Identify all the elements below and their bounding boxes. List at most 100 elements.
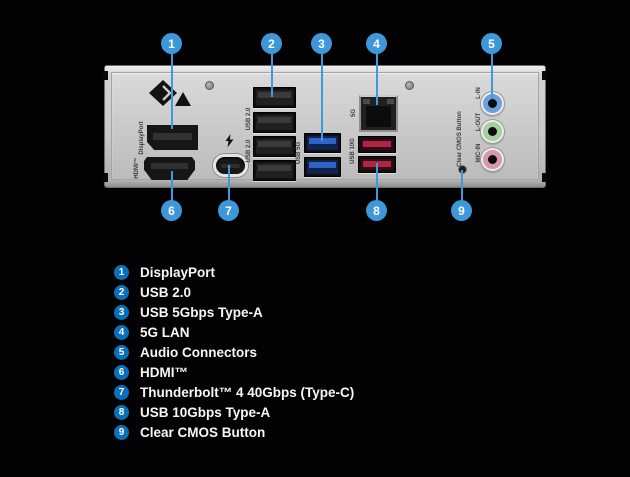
legend-label: DisplayPort <box>140 264 216 280</box>
screw-icon <box>205 81 214 90</box>
io-shield-panel: DisplayPort HDMI™ USB 2.0 USB 2.0 <box>103 65 547 188</box>
usb-tongue <box>309 162 336 168</box>
hdmi-slot <box>151 163 188 169</box>
clear-cmos-label: Clear CMOS Button <box>457 111 463 167</box>
usb2-label-bottom: USB 2.0 <box>246 139 252 163</box>
callout-6: 6 <box>161 200 182 221</box>
legend-label: 5G LAN <box>140 324 190 340</box>
callout-line-2 <box>271 53 273 97</box>
usb-tongue <box>258 117 291 123</box>
lan-cavity <box>366 106 391 127</box>
usb-tongue <box>258 141 291 147</box>
lan-label: 5G <box>351 108 357 118</box>
usb-tongue <box>363 141 391 147</box>
callout-4: 4 <box>366 33 387 54</box>
callout-line-4 <box>376 53 378 105</box>
legend-item: 2 USB 2.0 <box>114 282 354 302</box>
legend-number-badge: 8 <box>114 404 129 420</box>
panel-mount-tab <box>542 173 547 182</box>
usb2-port-3 <box>253 136 296 157</box>
legend-number-badge: 2 <box>114 284 129 300</box>
usb2-label-top: USB 2.0 <box>246 107 252 131</box>
usb-cavity <box>361 139 393 150</box>
legend-number-badge: 1 <box>114 264 129 280</box>
legend-item: 8 USB 10Gbps Type-A <box>114 402 354 422</box>
callout-8: 8 <box>366 200 387 221</box>
jack-hole <box>488 99 497 108</box>
usb-cavity <box>256 90 293 105</box>
usb-cavity <box>256 139 293 154</box>
usb-5g-port-2 <box>304 157 341 177</box>
line-in-label: L-IN <box>476 87 482 99</box>
usb-tongue <box>258 165 291 171</box>
legend-item: 6 HDMI™ <box>114 362 354 382</box>
legend-item: 7 Thunderbolt™ 4 40Gbps (Type-C) <box>114 382 354 402</box>
thunderbolt-type-c-port <box>213 154 248 177</box>
jack-hole <box>488 127 497 136</box>
legend-label: Audio Connectors <box>140 344 257 360</box>
legend-item: 4 5G LAN <box>114 322 354 342</box>
legend-item: 1 DisplayPort <box>114 262 354 282</box>
legend-label: USB 2.0 <box>140 284 192 300</box>
lan-led-left <box>363 99 370 104</box>
legend-label: HDMI™ <box>140 364 188 380</box>
callout-5: 5 <box>481 33 502 54</box>
callout-line-1 <box>171 53 173 129</box>
displayport-slot <box>153 133 192 140</box>
legend-item: 5 Audio Connectors <box>114 342 354 362</box>
usb-tongue <box>309 138 336 144</box>
usb2-port-4 <box>253 160 296 181</box>
displayport-label: DisplayPort <box>139 121 145 155</box>
callout-7: 7 <box>218 200 239 221</box>
legend-number-badge: 6 <box>114 364 129 380</box>
screw-icon <box>405 81 414 90</box>
hdmi-label: HDMI™ <box>134 157 140 179</box>
line-out-label: L-OUT <box>476 112 482 132</box>
legend-label: USB 10Gbps Type-A <box>140 404 271 420</box>
usb-10g-label: USB 10G <box>350 138 356 164</box>
displayport-port <box>147 125 198 150</box>
legend-number-badge: 5 <box>114 344 129 360</box>
callout-line-9 <box>461 170 463 202</box>
jack-hole <box>488 155 497 164</box>
usb-cavity <box>256 163 293 178</box>
panel-mount-tab <box>542 71 547 80</box>
usb-cavity <box>256 115 293 130</box>
hdmi-port <box>144 157 195 180</box>
callout-9: 9 <box>451 200 472 221</box>
callout-line-3 <box>321 53 323 141</box>
legend-item: 3 USB 5Gbps Type-A <box>114 302 354 322</box>
legend-number-badge: 3 <box>114 304 129 320</box>
lan-port <box>359 95 398 132</box>
usb-5g-port-1 <box>304 133 341 153</box>
usb-cavity <box>307 136 338 150</box>
panel-mount-tab <box>103 71 108 80</box>
callout-line-6 <box>171 171 173 202</box>
line-out-jack <box>481 120 504 143</box>
panel-mount-tab <box>103 173 108 182</box>
callout-line-7 <box>228 165 230 202</box>
thunderbolt-icon <box>225 134 234 148</box>
legend-number-badge: 9 <box>114 424 129 440</box>
callout-2: 2 <box>261 33 282 54</box>
legend-item: 9 Clear CMOS Button <box>114 422 354 442</box>
usb-tongue <box>258 92 291 98</box>
usb2-port-2 <box>253 112 296 133</box>
legend-label: Thunderbolt™ 4 40Gbps (Type-C) <box>140 384 355 400</box>
legend-number-badge: 7 <box>114 384 129 400</box>
callout-line-8 <box>376 163 378 202</box>
legend-label: Clear CMOS Button <box>140 424 266 440</box>
legend: 1 DisplayPort 2 USB 2.0 3 USB 5Gbps Type… <box>114 262 354 442</box>
callout-line-5 <box>491 53 493 99</box>
line-in-jack <box>481 92 504 115</box>
callout-1: 1 <box>161 33 182 54</box>
lan-led-right <box>387 99 394 104</box>
legend-label: USB 5Gbps Type-A <box>140 304 263 320</box>
usb2-port-1 <box>253 87 296 108</box>
mic-in-label: MIC-IN <box>476 143 482 163</box>
mic-in-jack <box>481 148 504 171</box>
usb-cavity <box>307 160 338 174</box>
callout-3: 3 <box>311 33 332 54</box>
legend-number-badge: 4 <box>114 324 129 340</box>
